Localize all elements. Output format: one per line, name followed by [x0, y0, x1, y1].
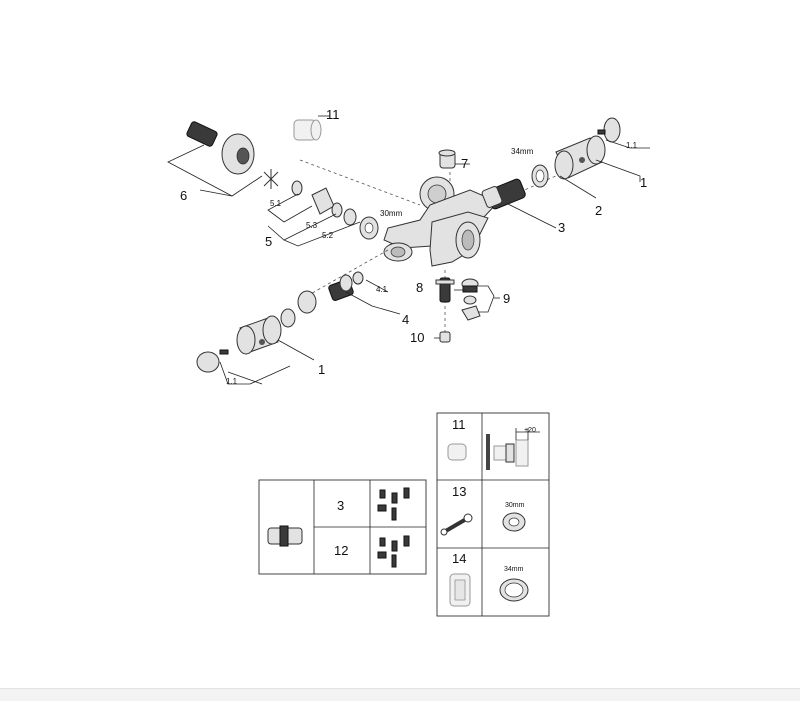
callout-2: 2 — [595, 203, 602, 218]
part-7-cap — [438, 149, 456, 169]
screw-set-row2 — [377, 535, 410, 568]
callout-5-3: 5.3 — [306, 221, 318, 230]
footer-bar — [0, 688, 800, 701]
nut-30mm-image — [502, 512, 526, 532]
part-2-nut — [531, 164, 549, 188]
sleeve-image — [449, 573, 471, 607]
tools-row13-size: 30mm — [505, 502, 525, 509]
kit-table: 3 12 — [258, 479, 427, 575]
wrench-icon — [440, 513, 473, 536]
tools-row14-number: 14 — [452, 551, 466, 566]
seal-star — [263, 169, 279, 189]
part-11-extension — [293, 119, 322, 141]
exploded-view: 11 7 34mm 1.1 1 2 3 6 5.1 5.3 5.2 30mm 5… — [167, 107, 650, 386]
callout-1-1-right: 1.1 — [626, 141, 638, 150]
callout-10: 10 — [410, 330, 424, 345]
callout-5-size: 30mm — [380, 209, 403, 218]
tools-row11-dimension: +20 — [524, 427, 536, 434]
screw-set-row1 — [377, 487, 410, 521]
part-6-handle — [186, 121, 255, 175]
part-1-1-knob-left — [196, 349, 229, 373]
callout-1-1-left: 1.1 — [226, 377, 238, 386]
callout-4-1: 4.1 — [376, 285, 388, 294]
part-9-aerator — [461, 278, 481, 321]
part-1-1-knob-right — [597, 117, 621, 143]
mixer-body — [383, 176, 499, 267]
part-3-cartridge — [481, 178, 526, 210]
callout-1-left: 1 — [318, 362, 325, 377]
callout-2-size: 34mm — [511, 147, 534, 156]
tools-row11-number: 11 — [452, 417, 466, 432]
kit-row2-number: 12 — [334, 543, 348, 558]
extension-drawing — [486, 428, 540, 470]
part-10-plug — [439, 331, 451, 343]
callout-3: 3 — [558, 220, 565, 235]
part-8-diverter — [435, 277, 455, 303]
tools-row14-size: 34mm — [504, 566, 524, 573]
leader-lines — [167, 115, 650, 385]
callout-8: 8 — [416, 280, 423, 295]
callout-9: 9 — [503, 291, 510, 306]
callout-7: 7 — [461, 156, 468, 171]
kit-row1-number: 3 — [337, 498, 344, 513]
part-1-handle-right — [554, 135, 606, 180]
callout-6: 6 — [180, 188, 187, 203]
tools-row13-number: 13 — [452, 484, 466, 499]
callout-1-right: 1 — [640, 175, 647, 190]
part-5-fittings — [291, 180, 379, 240]
part-1-handle-left — [236, 315, 282, 355]
extension-image — [447, 443, 467, 461]
cartridge-image — [267, 525, 303, 547]
callout-5: 5 — [265, 234, 272, 249]
callout-5-1: 5.1 — [270, 199, 282, 208]
callout-5-2: 5.2 — [322, 231, 334, 240]
callout-4: 4 — [402, 312, 409, 327]
part-4-cartridge — [280, 271, 364, 328]
ring-34mm-image — [499, 578, 529, 602]
callout-11: 11 — [326, 107, 340, 122]
tools-table: 11 +20 13 30mm 14 34mm — [436, 412, 550, 617]
